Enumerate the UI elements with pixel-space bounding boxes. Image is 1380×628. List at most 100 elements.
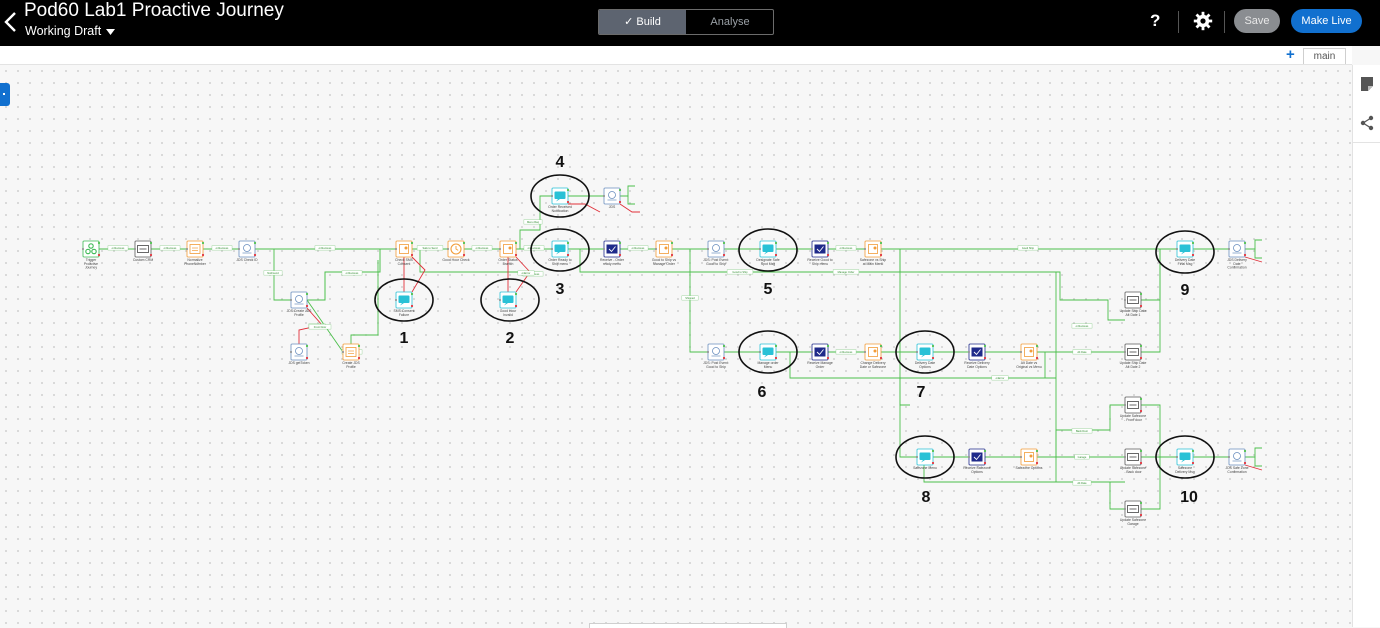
input-port[interactable] — [1228, 248, 1230, 250]
success-port[interactable] — [410, 292, 414, 296]
input-port[interactable] — [82, 248, 84, 250]
flow-node-safezone-menu[interactable]: Safezone Menu — [913, 448, 937, 470]
save-button[interactable]: Save — [1234, 9, 1280, 33]
success-port[interactable] — [566, 241, 570, 245]
flow-canvas[interactable] — [0, 65, 1352, 627]
flow-node-jds-good-ship[interactable]: JDS: Post Event:Good to Ship — [703, 240, 729, 266]
analyse-tab[interactable]: Analyse — [710, 16, 750, 28]
help-icon[interactable]: ? — [1150, 11, 1161, 30]
node-box[interactable] — [1228, 240, 1246, 258]
error-port[interactable] — [879, 253, 883, 257]
flow-edge[interactable] — [568, 203, 601, 213]
input-port[interactable] — [1124, 299, 1126, 301]
input-port[interactable] — [603, 195, 605, 197]
input-port[interactable] — [1124, 508, 1126, 510]
success-port[interactable] — [826, 344, 830, 348]
error-port[interactable] — [149, 253, 153, 257]
error-port[interactable] — [618, 200, 622, 204]
success-port[interactable] — [1139, 292, 1143, 296]
error-port[interactable] — [201, 253, 205, 257]
flow-node-safezone-opts[interactable]: Safezone Options — [1016, 448, 1043, 470]
flow-node-jds-token[interactable]: JDS getToken — [288, 343, 310, 365]
error-port[interactable] — [1243, 253, 1247, 257]
error-port[interactable] — [931, 356, 935, 360]
flow-node-update-back[interactable]: Update Safezone- Back door — [1120, 448, 1146, 474]
input-port[interactable] — [342, 351, 344, 353]
flow-edge[interactable] — [881, 248, 917, 458]
success-port[interactable] — [983, 449, 987, 453]
input-port[interactable] — [1176, 456, 1178, 458]
node-box[interactable] — [290, 291, 308, 309]
gear-icon[interactable] — [1193, 11, 1213, 31]
error-port[interactable] — [97, 253, 101, 257]
flow-edge[interactable] — [412, 248, 540, 273]
error-port[interactable] — [357, 356, 361, 360]
node-box[interactable] — [1020, 448, 1038, 466]
input-port[interactable] — [447, 248, 449, 250]
error-port[interactable] — [618, 253, 622, 257]
flow-edge[interactable] — [411, 256, 426, 293]
error-port[interactable] — [253, 253, 257, 257]
error-port[interactable] — [566, 200, 570, 204]
error-port[interactable] — [514, 253, 518, 257]
error-port[interactable] — [305, 356, 309, 360]
success-port[interactable] — [201, 241, 205, 245]
flow-edge[interactable] — [1245, 456, 1262, 467]
node-box[interactable] — [238, 240, 256, 258]
build-tab[interactable]: ✓ Build — [599, 10, 686, 34]
error-port[interactable] — [410, 253, 414, 257]
bottom-panel-handle[interactable] — [589, 623, 787, 628]
success-port[interactable] — [566, 188, 570, 192]
error-port[interactable] — [983, 356, 987, 360]
success-port[interactable] — [879, 241, 883, 245]
error-port[interactable] — [1035, 461, 1039, 465]
success-port[interactable] — [774, 241, 778, 245]
success-port[interactable] — [410, 241, 414, 245]
node-box[interactable] — [864, 240, 882, 258]
back-arrow-icon[interactable] — [2, 9, 20, 35]
input-port[interactable] — [186, 248, 188, 250]
flow-edge[interactable] — [1244, 256, 1263, 263]
flow-edge[interactable] — [1141, 249, 1161, 353]
success-port[interactable] — [670, 241, 674, 245]
flow-node-jds-good-ship2[interactable]: JDS: Post Event:Good to Ship — [703, 343, 729, 369]
node-box[interactable] — [707, 240, 725, 258]
success-port[interactable] — [1035, 449, 1039, 453]
input-port[interactable] — [759, 248, 761, 250]
node-box[interactable] — [342, 343, 360, 361]
input-port[interactable] — [1176, 248, 1178, 250]
input-port[interactable] — [1124, 404, 1126, 406]
success-port[interactable] — [879, 344, 883, 348]
success-port[interactable] — [722, 241, 726, 245]
success-port[interactable] — [618, 188, 622, 192]
flow-edge[interactable] — [1141, 457, 1161, 510]
error-port[interactable] — [1139, 409, 1143, 413]
flow-edge[interactable] — [1245, 248, 1262, 259]
flow-node-jds4[interactable]: JDS — [603, 187, 622, 209]
input-port[interactable] — [603, 248, 605, 250]
node-box[interactable] — [603, 187, 621, 205]
node-box[interactable] — [707, 343, 725, 361]
input-port[interactable] — [238, 248, 240, 250]
flow-edge[interactable] — [881, 248, 1060, 273]
node-box[interactable] — [395, 240, 413, 258]
error-port[interactable] — [1035, 356, 1039, 360]
